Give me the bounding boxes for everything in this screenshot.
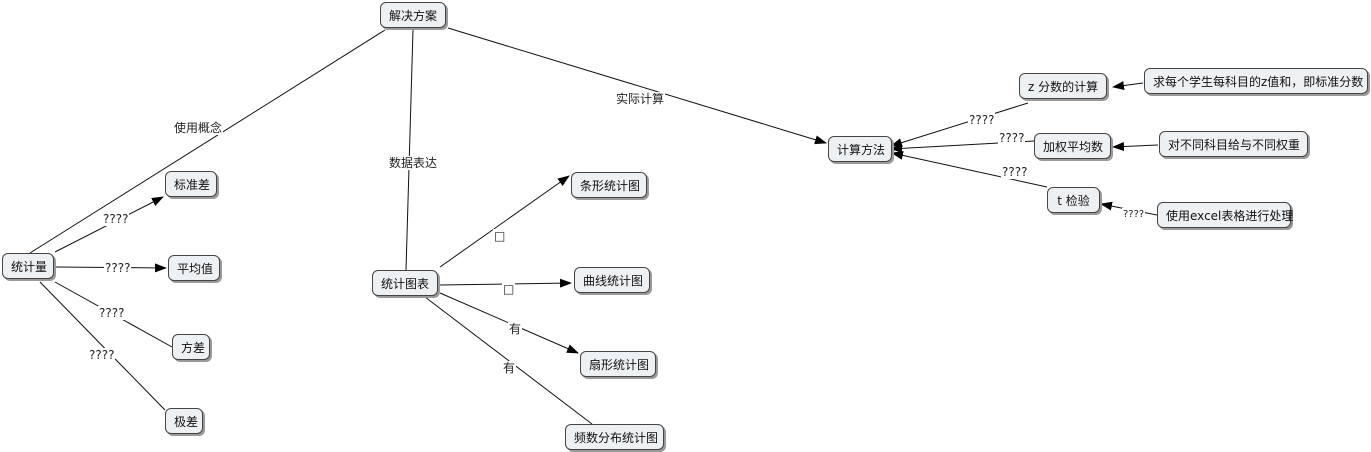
label-from-z: ???? — [968, 113, 996, 127]
node-stat-chart[interactable]: 统计图表 — [372, 270, 438, 296]
node-freq-chart[interactable]: 频数分布统计图 — [565, 424, 664, 450]
label-use-concept: 使用概念 — [173, 121, 224, 135]
node-t-test[interactable]: t 检验 — [1047, 187, 1100, 213]
node-calc-method[interactable]: 计算方法 — [828, 136, 892, 162]
node-weight-desc[interactable]: 对不同科目给与不同权重 — [1159, 131, 1308, 157]
edge-t-calc — [891, 150, 1048, 188]
edge-solution-stat — [29, 29, 386, 254]
label-actual-calc: 实际计算 — [615, 92, 666, 106]
label-from-t: ???? — [1001, 165, 1029, 179]
edge-solution-chart — [405, 29, 414, 271]
edge-solution-calc — [447, 27, 827, 145]
label-to-bar: □ — [493, 229, 507, 243]
edge-z-calc — [890, 102, 1029, 147]
edge-chart-bar — [439, 175, 570, 268]
edge-zdesc-z — [1112, 81, 1144, 91]
label-data-expression: 数据表达 — [388, 156, 439, 170]
label-to-range: ???? — [88, 348, 116, 362]
label-to-freq: 有 — [502, 361, 517, 375]
node-z-desc[interactable]: 求每个学生每科目的z值和，即标准分数 — [1144, 68, 1368, 94]
node-stat-quantity[interactable]: 统计量 — [2, 253, 54, 279]
node-excel-desc[interactable]: 使用excel表格进行处理 — [1157, 202, 1293, 228]
node-line-chart[interactable]: 曲线统计图 — [574, 267, 650, 293]
label-to-std-dev: ???? — [102, 212, 130, 226]
label-to-line: □ — [502, 282, 516, 296]
label-to-variance: ???? — [98, 306, 126, 320]
node-range[interactable]: 极差 — [165, 408, 203, 434]
edge-stat-range — [39, 281, 166, 411]
edge-chart-freq — [424, 296, 593, 425]
node-weighted-avg[interactable]: 加权平均数 — [1034, 133, 1111, 159]
label-from-weighted: ???? — [998, 131, 1026, 145]
node-mean[interactable]: 平均值 — [168, 255, 220, 281]
label-to-mean: ???? — [104, 261, 132, 275]
node-variance[interactable]: 方差 — [172, 334, 210, 360]
node-z-score[interactable]: z 分数的计算 — [1019, 73, 1107, 99]
node-solution[interactable]: 解决方案 — [380, 2, 446, 28]
label-to-pie: 有 — [508, 322, 523, 336]
node-bar-chart[interactable]: 条形统计图 — [571, 172, 647, 198]
label-from-excel: ???? — [1122, 208, 1146, 222]
edge-weightdesc-weighted — [1112, 142, 1159, 152]
node-pie-chart[interactable]: 扇形统计图 — [580, 351, 656, 377]
node-std-dev[interactable]: 标准差 — [165, 171, 217, 197]
